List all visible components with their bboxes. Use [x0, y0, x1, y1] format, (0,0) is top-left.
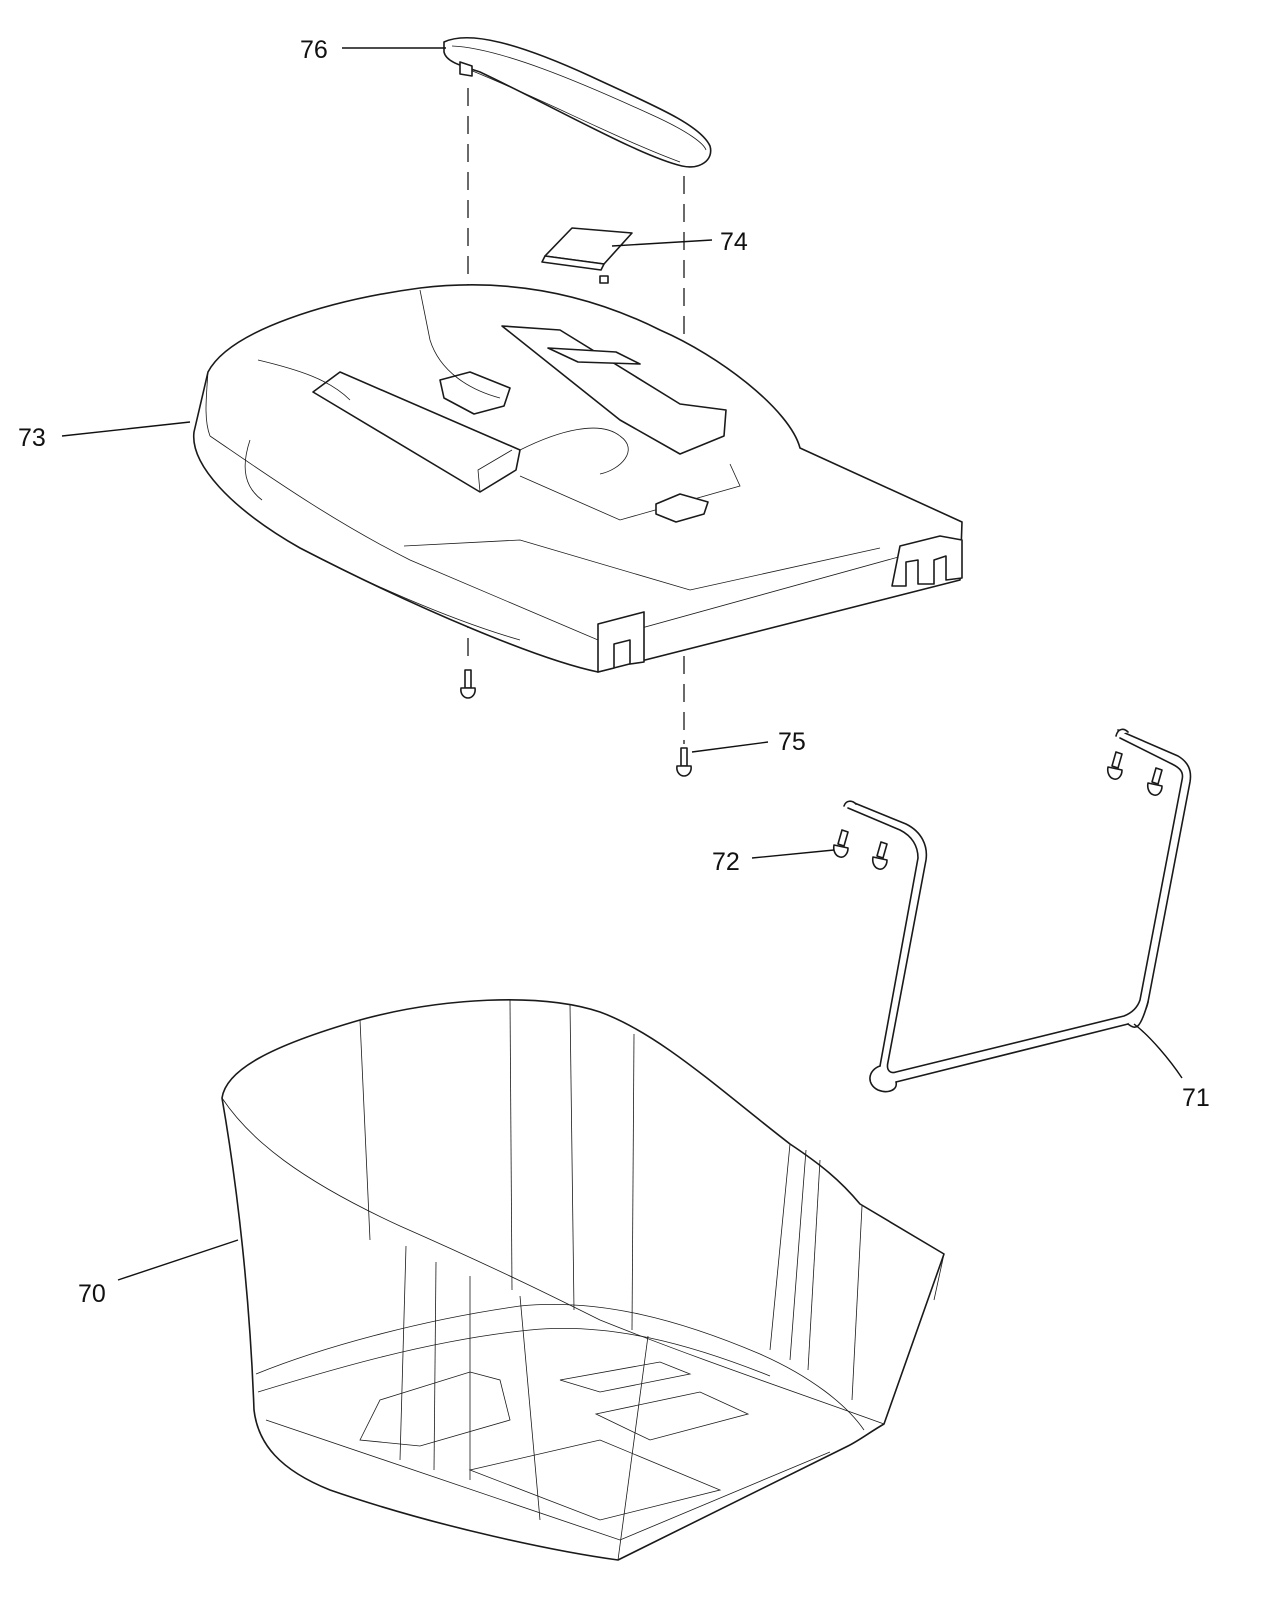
- part-71-support-bar: [843, 728, 1192, 1093]
- part-75-screws: [460, 669, 692, 777]
- callout-72: 72: [712, 848, 740, 876]
- leader-lines: [61, 47, 1183, 1281]
- callout-73: 73: [18, 424, 46, 452]
- callout-74: 74: [720, 228, 748, 256]
- callout-70: 70: [78, 1280, 106, 1308]
- part-72-screws: [832, 751, 1163, 870]
- part-73-top-cover: [193, 284, 963, 673]
- callout-75: 75: [778, 728, 806, 756]
- callout-71: 71: [1182, 1084, 1210, 1112]
- callout-76: 76: [300, 36, 328, 64]
- part-76-handle: [443, 36, 712, 168]
- part-70-seat-shell: [221, 999, 945, 1561]
- part-74-clip: [541, 227, 633, 284]
